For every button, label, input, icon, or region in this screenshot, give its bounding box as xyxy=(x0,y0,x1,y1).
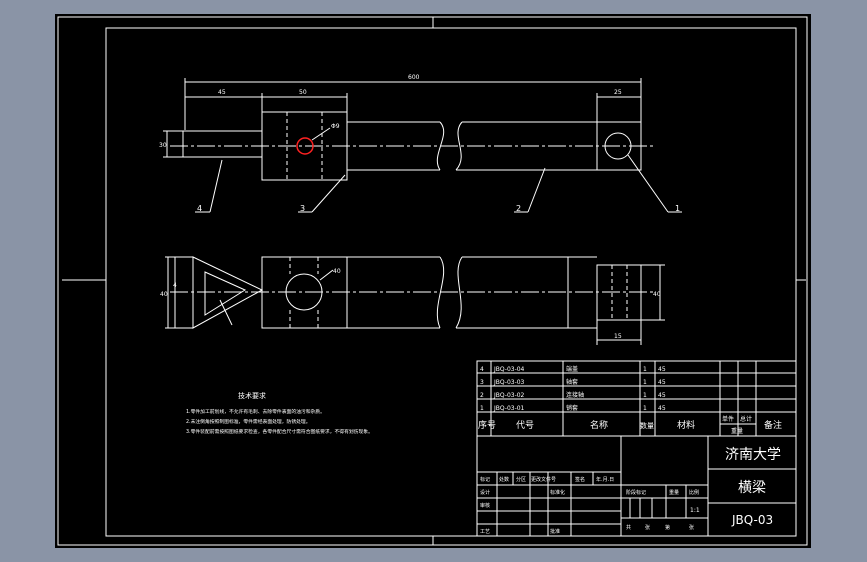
label-sheet: 张 xyxy=(645,524,650,531)
hdr-single: 单件 xyxy=(722,415,734,423)
dim-bottom-center: 40 xyxy=(333,268,341,275)
bom-code: JBQ-03-02 xyxy=(493,392,525,399)
bom-qty: 1 xyxy=(643,405,647,412)
dim-bottom-left: 40 xyxy=(160,291,168,298)
hdr-seq: 序号 xyxy=(478,419,496,431)
bom-code: JBQ-03-04 xyxy=(493,366,525,373)
notes-line-2: 2.未注倒角按照制图标准，零件需经表面处理，防锈处理。 xyxy=(186,418,311,425)
dim-left-seg: 45 xyxy=(218,89,226,96)
dim-center-block: 50 xyxy=(299,89,307,96)
bom-material: 45 xyxy=(658,366,666,373)
label-std: 标准化 xyxy=(550,489,565,496)
dim-left-height: 30 xyxy=(159,142,167,149)
label-approve: 批准 xyxy=(550,528,560,535)
bom-name: 端盖 xyxy=(566,365,578,373)
scale-value: 1:1 xyxy=(690,507,700,514)
hdr-remark: 备注 xyxy=(764,419,782,431)
label-date: 年.月.日 xyxy=(596,476,614,483)
top-view xyxy=(163,78,682,213)
balloon-2: 2 xyxy=(516,204,521,213)
balloon-4: 4 xyxy=(197,204,202,213)
label-weight: 重量 xyxy=(669,489,679,496)
label-zone: 分区 xyxy=(516,476,526,483)
notes-line-1: 1.零件加工前划线，不允许有毛刺、去除零件表面的油污和杂质。 xyxy=(186,408,325,415)
hdr-qty: 数量 xyxy=(640,421,654,430)
school-name: 济南大学 xyxy=(725,447,781,463)
bom-table: 4 JBQ-03-04 端盖 1 45 3 JBQ-03-03 轴套 1 45 … xyxy=(480,365,666,412)
label-craft: 工艺 xyxy=(480,529,490,535)
title-block xyxy=(476,360,797,537)
inner-frame xyxy=(105,27,797,537)
hdr-name: 名称 xyxy=(590,419,608,431)
hole-highlight xyxy=(296,137,314,155)
hdr-total: 总计 xyxy=(740,415,752,423)
bom-qty: 1 xyxy=(643,379,647,386)
front-view xyxy=(165,256,665,345)
dim-right-seg: 25 xyxy=(614,89,622,96)
notes-line-3: 3.零件装配前需按照图纸要求检查，各零件配合尺寸需符合图纸要求，不得有划伤现象。 xyxy=(186,428,373,435)
bom-header: 序号 代号 名称 数量 材料 单件 总计 重量 备注 xyxy=(478,415,782,435)
notes-title: 技术要求 xyxy=(238,391,266,400)
bom-seq: 3 xyxy=(480,379,484,386)
title-labels: 标记 处数 分区 更改文件号 签名 年.月.日 设计 标准化 审核 工艺 批准 … xyxy=(480,476,700,535)
label-sign: 签名 xyxy=(575,476,585,483)
dim-bottom-right-h: 40 xyxy=(653,291,661,298)
bom-name: 销套 xyxy=(566,404,578,412)
drawing-number: JBQ-03 xyxy=(731,513,773,527)
bom-code: JBQ-03-01 xyxy=(493,405,525,412)
tech-notes: 技术要求 1.零件加工前划线，不允许有毛刺、去除零件表面的油污和杂质。 2.未注… xyxy=(186,391,373,435)
bom-seq: 2 xyxy=(480,392,484,399)
label-page: 张 xyxy=(689,524,694,531)
dim-bottom-right-w: 15 xyxy=(614,333,622,340)
dim-overall: 600 xyxy=(408,74,420,81)
label-mark: 标记 xyxy=(480,476,490,483)
balloon-1: 1 xyxy=(675,204,680,213)
label-ratio: 比例 xyxy=(689,489,699,496)
label-stage: 阶段标记 xyxy=(626,489,646,496)
hdr-code: 代号 xyxy=(516,420,534,431)
label-review: 审核 xyxy=(480,502,490,509)
bom-seq: 4 xyxy=(480,366,484,373)
drawing-sheet xyxy=(55,14,811,548)
label-change-doc: 更改文件号 xyxy=(531,476,556,483)
dim-hole: Φ9 xyxy=(331,123,340,130)
hdr-material: 材料 xyxy=(677,419,695,431)
bom-material: 45 xyxy=(658,379,666,386)
bom-material: 45 xyxy=(658,405,666,412)
label-sheets: 共 xyxy=(626,524,631,531)
bom-name: 轴套 xyxy=(566,378,578,386)
bom-qty: 1 xyxy=(643,392,647,399)
label-count: 处数 xyxy=(499,476,509,483)
hdr-weight: 重量 xyxy=(731,427,743,435)
part-name: 横梁 xyxy=(738,480,766,496)
dim-bottom-mark: 4 xyxy=(173,282,177,289)
label-design: 设计 xyxy=(480,489,490,496)
bom-material: 45 xyxy=(658,392,666,399)
balloon-3: 3 xyxy=(300,204,305,213)
bom-code: JBQ-03-03 xyxy=(493,379,525,386)
bom-name: 连接轴 xyxy=(566,391,584,399)
bom-seq: 1 xyxy=(480,405,484,412)
label-of: 第 xyxy=(665,524,670,531)
bom-qty: 1 xyxy=(643,366,647,373)
